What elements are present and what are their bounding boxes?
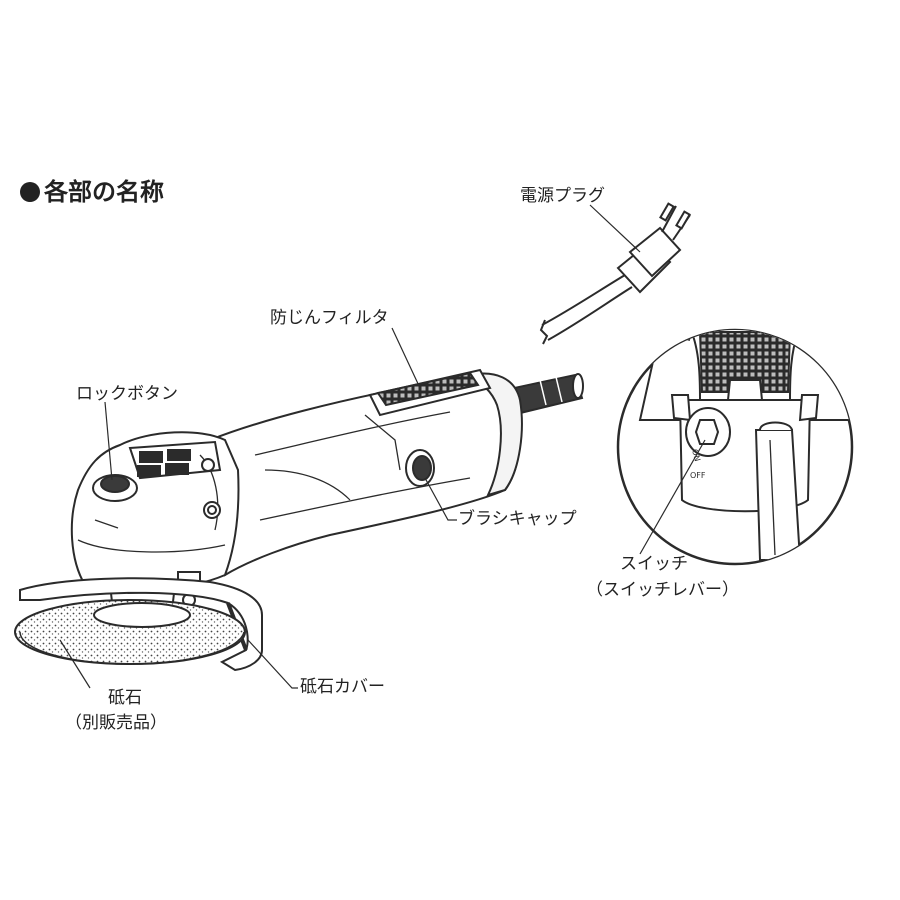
switch-off-marking: OFF	[690, 471, 706, 480]
bullet-icon	[20, 182, 40, 202]
leader-grinding-wheel	[59, 639, 91, 689]
label-power-plug: 電源プラグ	[520, 186, 605, 206]
section-heading: 各部の名称	[20, 172, 164, 207]
leader-power-plug	[589, 204, 641, 253]
label-lock-button: ロックボタン	[76, 384, 178, 404]
label-switch: スイッチ	[620, 554, 688, 574]
label-dust-filter: 防じんフィルタ	[270, 308, 389, 328]
leader-wheel-cover	[247, 639, 298, 689]
label-sold-separately: （別販売品）	[65, 713, 167, 733]
label-switch-lever: （スイッチレバー）	[586, 580, 739, 600]
power-plug	[616, 202, 691, 294]
power-cord	[539, 274, 633, 345]
label-grinding-wheel: 砥石	[108, 688, 142, 708]
switch-zoom-inset: ON OFF	[616, 328, 854, 566]
section-heading-text: 各部の名称	[44, 178, 164, 206]
leader-lines	[59, 327, 706, 689]
label-brush-cap: ブラシキャップ	[458, 509, 577, 529]
leader-brush-cap	[424, 477, 457, 521]
leader-dust-filter	[391, 327, 421, 389]
grinding-wheel	[14, 599, 246, 665]
leader-switch	[639, 439, 706, 555]
leader-lock-button	[104, 401, 113, 481]
grinder-body	[70, 368, 523, 611]
label-wheel-cover: 砥石カバー	[300, 677, 385, 697]
